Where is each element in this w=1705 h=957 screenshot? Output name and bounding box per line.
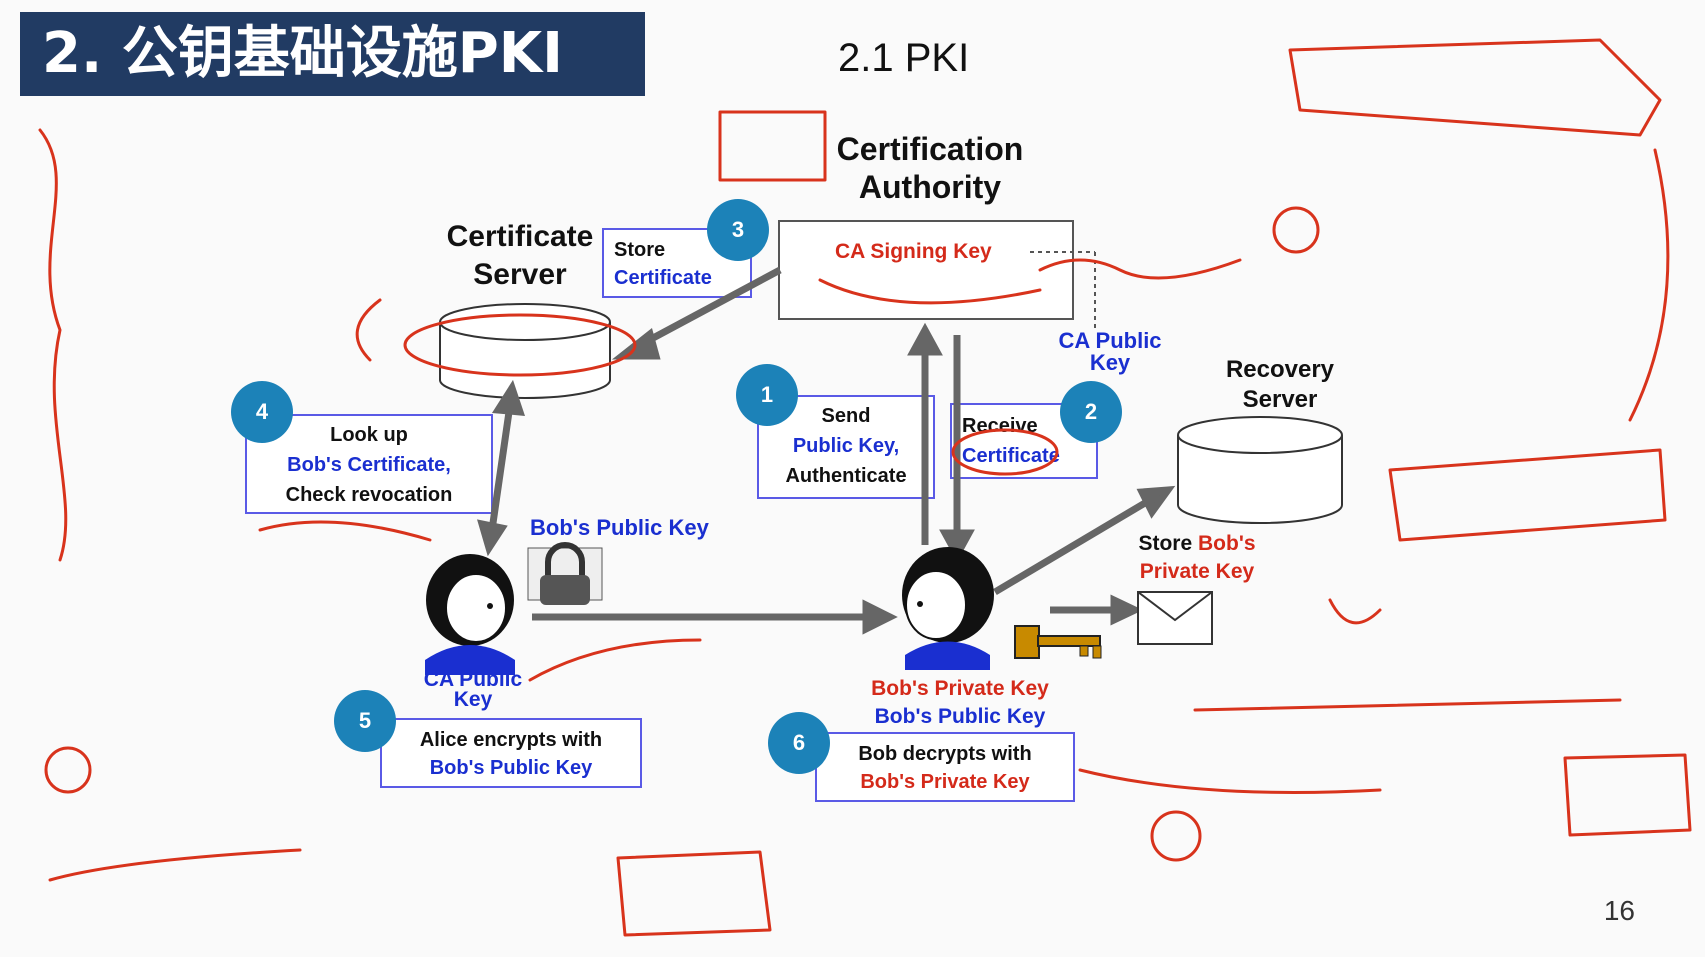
recovery-server-db-icon [1177, 416, 1343, 524]
envelope-icon [1137, 591, 1213, 645]
step3-box: Store Certificate [602, 228, 752, 298]
step1-badge: 1 [736, 364, 798, 426]
padlock-icon [527, 542, 603, 605]
slide-title: 2. 公钥基础设施PKI [20, 12, 645, 96]
ca-title: Certification Authority [836, 131, 1024, 205]
step5-box: Alice encrypts with Bob's Public Key [380, 718, 642, 788]
bob-public-key-label: Bob's Public Key [530, 515, 709, 540]
step4-box: Look up Bob's Certificate, Check revocat… [245, 414, 493, 514]
cert-server-title: Certificate Server [446, 220, 594, 291]
step6-badge: 6 [768, 712, 830, 774]
store-private-key-label: Store Bob's Private Key [1138, 532, 1256, 583]
recovery-server-title: Recovery Server [1225, 356, 1335, 413]
step5-badge: 5 [334, 690, 396, 752]
bob-figure-icon [902, 547, 994, 670]
flow-arrows [477, 266, 1176, 635]
ca-public-key-label: CA Public Key [1058, 328, 1162, 375]
cert-server-db-icon [439, 303, 611, 399]
bob-keys-label: Bob's Private Key Bob's Public Key [871, 677, 1049, 728]
ca-signing-key-label: CA Signing Key [835, 240, 992, 263]
key-icon [1014, 625, 1102, 659]
step2-badge: 2 [1060, 381, 1122, 443]
step3-badge: 3 [707, 199, 769, 261]
alice-figure-icon [425, 554, 515, 675]
section-subtitle: 2.1 PKI [838, 36, 970, 80]
step4-badge: 4 [231, 381, 293, 443]
step6-box: Bob decrypts with Bob's Private Key [815, 732, 1075, 802]
step1-box: Send Public Key, Authenticate [757, 395, 935, 499]
page-number: 16 [1603, 895, 1635, 926]
handwritten-annotations [38, 38, 1692, 937]
